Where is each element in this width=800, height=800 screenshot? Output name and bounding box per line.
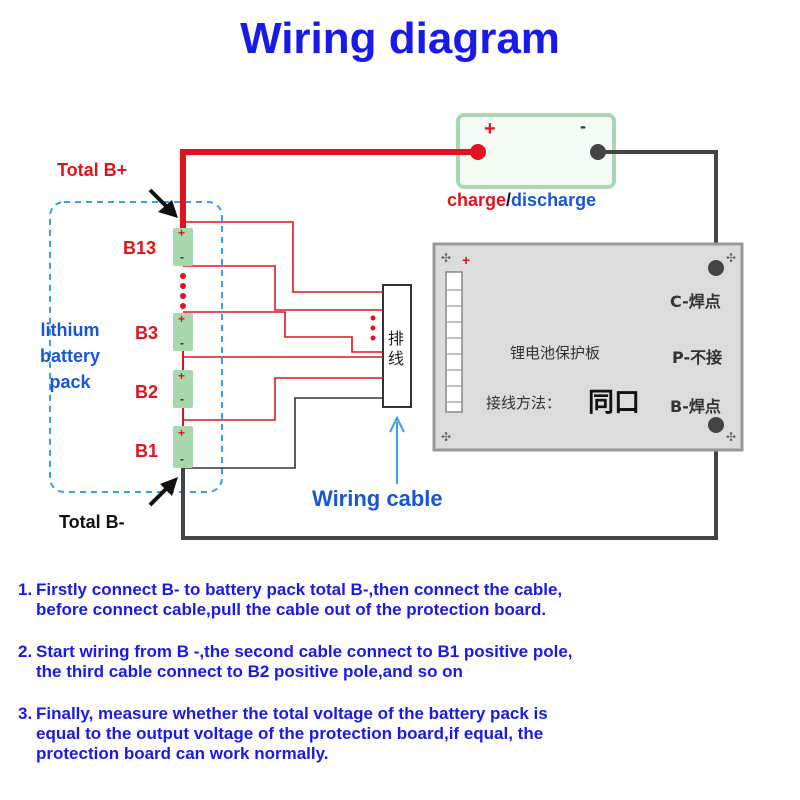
- cell-b1-plus-label: +: [178, 426, 186, 440]
- svg-text:✣: ✣: [726, 430, 736, 444]
- step-3-line2: equal to the output voltage of the prote…: [36, 724, 544, 743]
- b-pad-label: B-焊点: [670, 397, 721, 416]
- pack-label-line2: battery: [39, 346, 101, 366]
- b-minus-wire: [181, 425, 718, 540]
- p-pad-label: P-不接: [672, 348, 723, 367]
- b-pad-terminal: [708, 417, 724, 433]
- cell-b3-plus-label: +: [178, 312, 186, 326]
- cell-b1-minus-label: -: [180, 452, 184, 466]
- load-minus-label: -: [580, 116, 586, 136]
- method-value: 同口: [588, 388, 641, 418]
- total-b-plus-wire: [180, 149, 478, 228]
- battery-pack-outline: [49, 201, 223, 493]
- b2-label: B2: [135, 382, 159, 402]
- connector-char1: 排: [388, 329, 405, 348]
- instruction-list: 1. Firstly connect B- to battery pack to…: [18, 580, 788, 780]
- c-minus-wire: [598, 150, 718, 268]
- step-3-line1: Finally, measure whether the total volta…: [36, 704, 548, 723]
- pack-label-line3: pack: [49, 372, 91, 392]
- slash-label: /: [506, 190, 512, 210]
- c-pad-terminal: [708, 260, 724, 276]
- step-2-line1: Start wiring from B -,the second cable c…: [36, 642, 573, 661]
- method-label: 接线方法：: [486, 394, 562, 412]
- cell-b2: [173, 370, 193, 408]
- wire-b3-positive: [183, 311, 383, 353]
- wire-b13-negative: [183, 265, 383, 311]
- cell-b2-plus-label: +: [178, 369, 186, 383]
- step-2-line2: the third cable connect to B2 positive p…: [36, 662, 463, 681]
- board-connector-pins: [446, 289, 462, 403]
- cell-ellipsis-dots: [180, 273, 186, 309]
- b3-label: B3: [135, 323, 159, 343]
- total-b-plus-label: Total B+: [57, 160, 128, 180]
- step-1-line1: Firstly connect B- to battery pack total…: [36, 580, 563, 599]
- total-b-minus-label: Total B-: [59, 512, 125, 532]
- b1-label: B1: [135, 441, 159, 461]
- cell-b3: [173, 313, 193, 351]
- step-2-number: 2.: [18, 642, 33, 661]
- cell-b13-minus-label: -: [180, 250, 184, 264]
- instruction-step-3: 3. Finally, measure whether the total vo…: [18, 704, 788, 764]
- instruction-step-1: 1. Firstly connect B- to battery pack to…: [18, 580, 788, 620]
- charge-label: charge: [447, 190, 507, 210]
- discharge-label: discharge: [511, 190, 597, 210]
- step-3-line3: protection board can work normally.: [36, 744, 329, 763]
- connector-char2: 线: [388, 349, 405, 368]
- cell-b13: [173, 228, 193, 266]
- charge-discharge-label: charge/discharge: [447, 190, 596, 211]
- step-1-line2: before connect cable,pull the cable out …: [36, 600, 547, 619]
- page-title: Wiring diagram: [240, 14, 560, 63]
- svg-text:✣: ✣: [441, 251, 451, 265]
- total-b-plus-arrow: [148, 188, 178, 218]
- svg-text:✣: ✣: [726, 251, 736, 265]
- c-pad-label: C-焊点: [670, 292, 721, 311]
- wiring-cable-label: Wiring cable: [312, 486, 443, 511]
- wire-b1-positive: [183, 377, 383, 421]
- board-corner-plus: +: [462, 252, 471, 268]
- board-screws: ✣ ✣ ✣ ✣: [441, 251, 736, 444]
- cell-b2-minus-label: -: [180, 392, 184, 406]
- protection-board: [432, 242, 744, 452]
- instruction-step-2: 2. Start wiring from B -,the second cabl…: [18, 642, 788, 682]
- step-1-number: 1.: [18, 580, 33, 599]
- connector-ellipsis-dots: [370, 315, 376, 341]
- wire-b13-positive: [183, 221, 383, 293]
- svg-text:✣: ✣: [441, 430, 451, 444]
- wire-b-minus-sense: [183, 397, 383, 469]
- load-plus-label: +: [484, 118, 496, 140]
- total-b-minus-arrow: [148, 477, 178, 507]
- wiring-cable-arrow: [389, 415, 405, 484]
- battery-cells: [173, 228, 193, 468]
- b13-label: B13: [123, 238, 157, 258]
- cell-b13-plus-label: +: [178, 226, 186, 240]
- board-connector-slot: [445, 271, 463, 413]
- pack-label-line1: lithium: [40, 320, 100, 340]
- step-3-number: 3.: [18, 704, 33, 723]
- cell-b1: [173, 426, 193, 468]
- cell-b3-minus-label: -: [180, 336, 184, 350]
- pack-label: lithium battery pack: [28, 317, 112, 395]
- board-name: 锂电池保护板: [510, 344, 601, 362]
- cable-connector: [382, 284, 412, 408]
